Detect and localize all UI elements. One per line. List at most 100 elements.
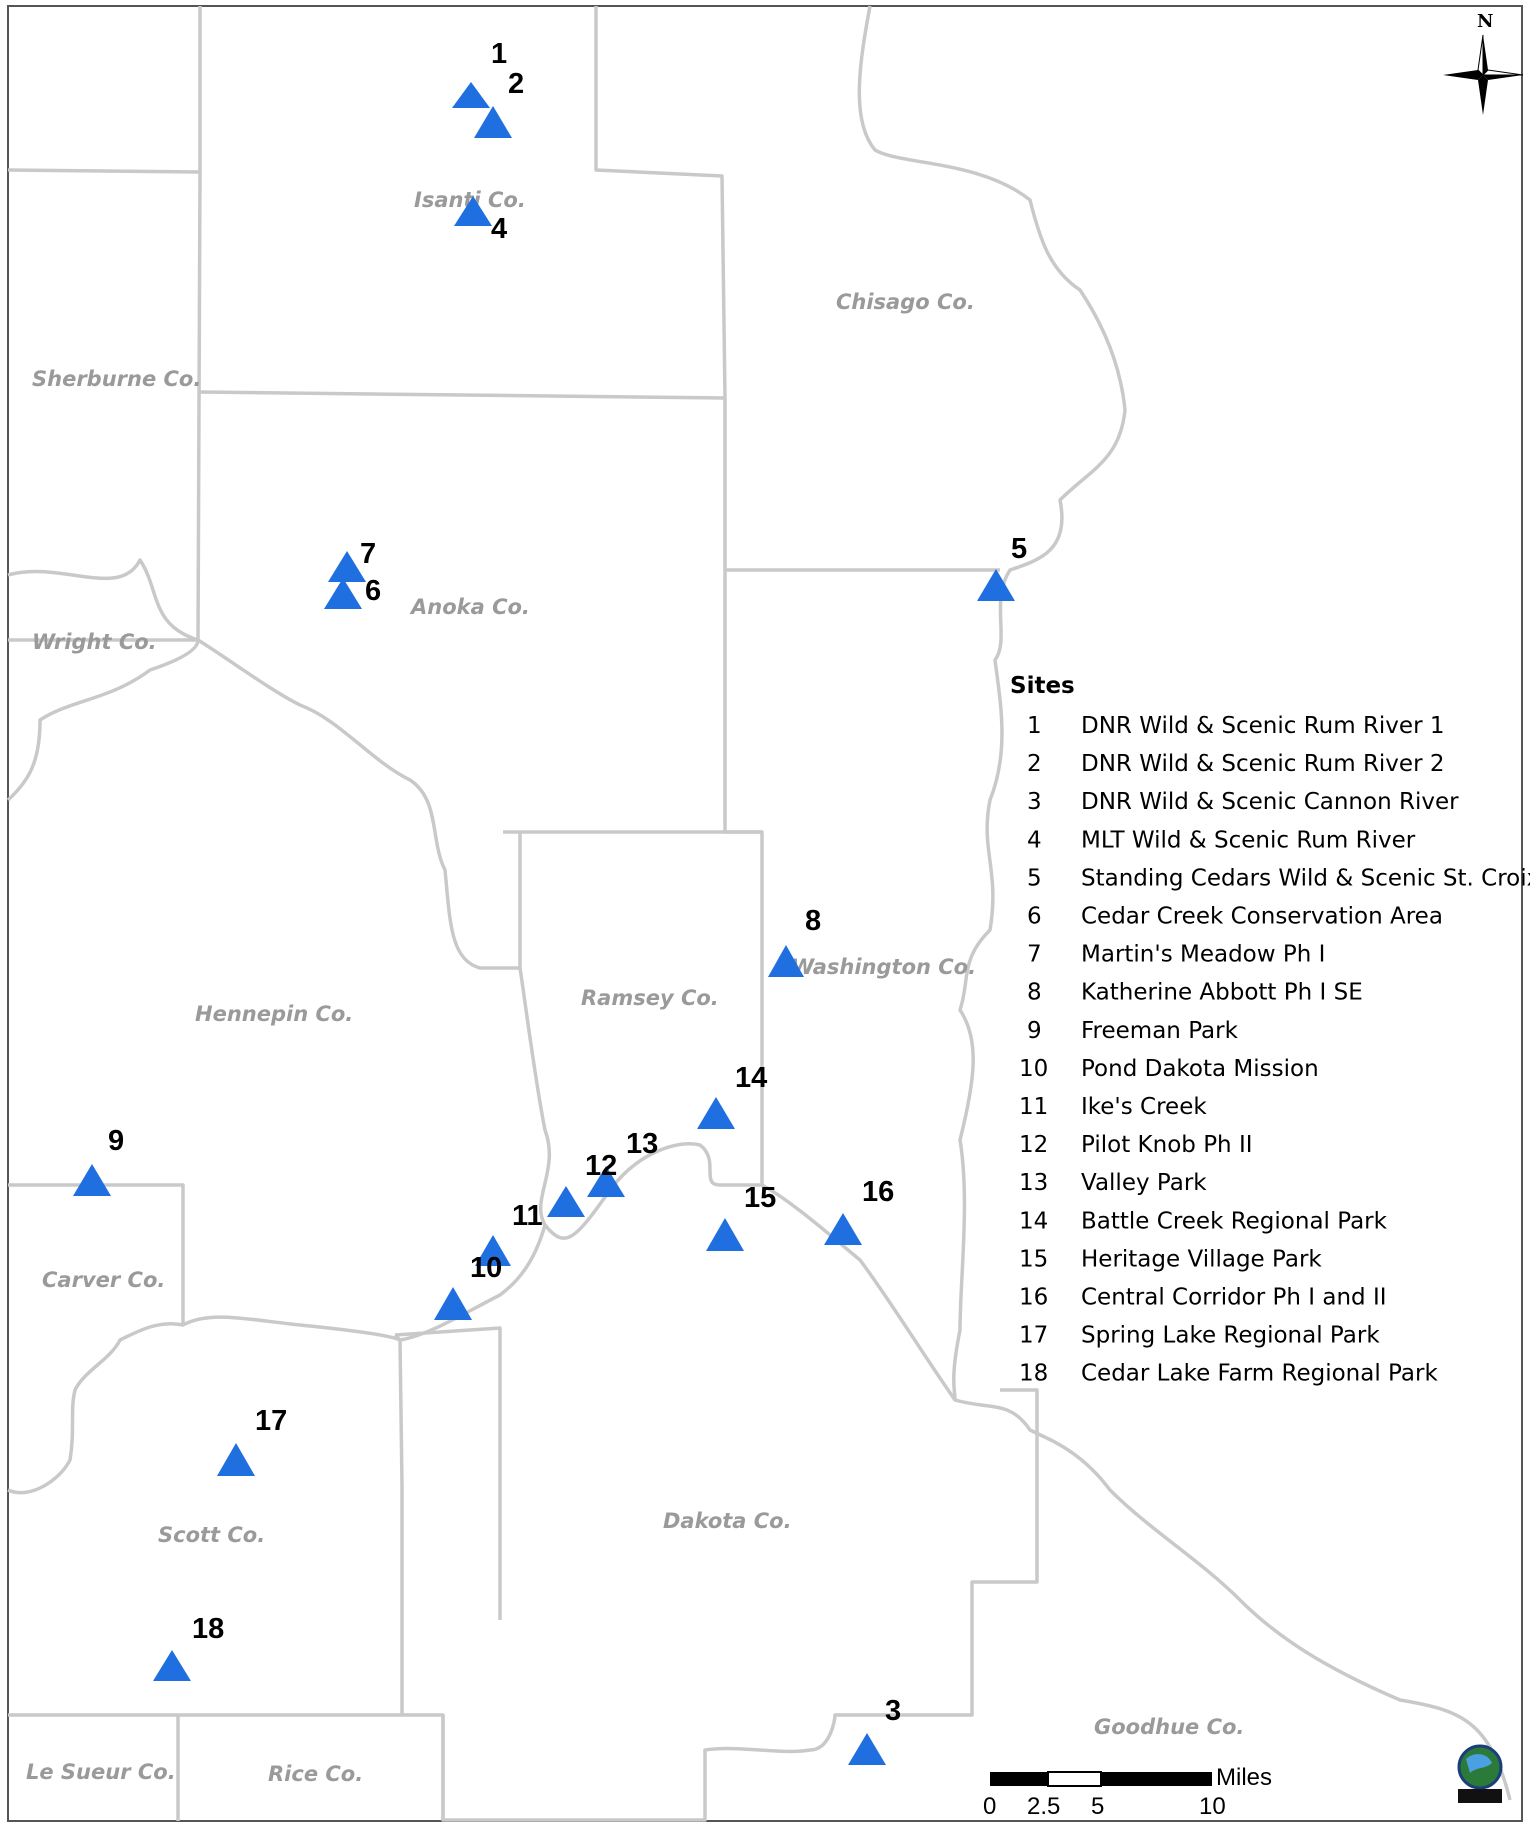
site-number-label: 7 [360,538,376,570]
boundary-line [7,1224,547,1495]
county-label: Ramsey Co. [581,986,719,1010]
boundary-line [8,1333,404,1717]
site-marker-4[interactable] [454,196,492,226]
boundary-line [518,967,762,1240]
legend-item-number: 14 [1019,1208,1048,1234]
scale-bar: Miles 0 2.5 5 10 [983,1764,1272,1820]
scale-tick-label: 2.5 [1027,1793,1060,1820]
legend-item-number: 7 [1027,942,1042,968]
legend-item-name: Pilot Knob Ph II [1081,1132,1253,1158]
boundary-line [6,639,200,802]
legend-item-name: DNR Wild & Scenic Rum River 2 [1081,751,1444,777]
site-marker-14[interactable] [697,1097,735,1129]
boundary-line [8,1183,185,1325]
site-number-label: 2 [508,68,524,100]
county-label: Anoka Co. [409,595,530,619]
legend-item-name: Valley Park [1081,1170,1207,1196]
site-number-label: 10 [470,1252,502,1284]
scale-tick-label: 0 [983,1793,996,1820]
site-marker-15[interactable] [706,1218,744,1251]
legend-item-name: Martin's Meadow Ph I [1081,942,1325,968]
county-label: Scott Co. [158,1523,265,1547]
site-number-label: 14 [735,1062,767,1094]
boundary-line [857,5,1512,1801]
legend-item-name: Cedar Creek Conservation Area [1081,904,1443,930]
county-label: Goodhue Co. [1094,1715,1244,1739]
boundary-line [199,390,1000,572]
site-marker-17[interactable] [217,1443,255,1476]
site-number-label: 5 [1011,533,1027,565]
site-number-label: 3 [885,1695,901,1727]
county-label: Dakota Co. [663,1509,792,1533]
site-number-label: 15 [744,1182,776,1214]
north-label: N [1477,11,1493,32]
scale-segment [1047,1771,1102,1787]
legend-item-name: DNR Wild & Scenic Rum River 1 [1081,713,1444,739]
county-label: Le Sueur Co. [26,1760,176,1784]
site-markers [73,82,1015,1765]
county-label: Chisago Co. [836,290,975,314]
county-label: Rice Co. [268,1762,363,1786]
site-marker-11[interactable] [547,1186,585,1217]
county-label: Washington Co. [791,955,976,979]
legend-item-name: Battle Creek Regional Park [1081,1208,1388,1234]
site-marker-9[interactable] [73,1164,111,1196]
site-marker-5[interactable] [977,569,1015,601]
legend-item-name: Central Corridor Ph I and II [1081,1285,1387,1311]
site-marker-6[interactable] [324,578,362,609]
county-label: Carver Co. [42,1268,165,1292]
agency-logo-icon [1457,1744,1503,1803]
legend-item-name: Spring Lake Regional Park [1081,1323,1380,1349]
boundary-line [7,168,202,642]
legend-item-number: 6 [1027,904,1042,930]
site-number-label: 16 [862,1176,894,1208]
legend-item-name: Cedar Lake Farm Regional Park [1081,1361,1438,1387]
legend-item-name: Heritage Village Park [1081,1246,1322,1272]
site-marker-1[interactable] [452,82,490,108]
legend-item-number: 9 [1027,1018,1042,1044]
legend-item-number: 17 [1019,1323,1048,1349]
legend-item-number: 8 [1027,980,1042,1006]
site-number-label: 11 [512,1200,543,1232]
legend-item-number: 16 [1019,1285,1048,1311]
site-marker-16[interactable] [824,1213,862,1245]
site-marker-12[interactable] [587,1166,625,1197]
legend-item-number: 4 [1027,827,1042,853]
north-arrow-icon: N [1443,11,1524,115]
legend-item-number: 15 [1019,1246,1048,1272]
legend-item-number: 12 [1019,1132,1048,1158]
site-number-label: 4 [491,213,507,245]
boundary-line [503,830,764,1185]
scale-tick-label: 5 [1091,1793,1104,1820]
legend-title: Sites [1010,673,1075,699]
site-marker-2[interactable] [474,106,512,138]
legend-item-name: Pond Dakota Mission [1081,1056,1319,1082]
site-marker-10[interactable] [475,1235,511,1266]
site-marker-3[interactable] [848,1733,886,1765]
map-frame [7,5,1523,1822]
site-number-label: 9 [108,1125,124,1157]
legend-item-number: 10 [1019,1056,1048,1082]
county-labels: Isanti Co. Chisago Co. Sherburne Co. Ano… [26,188,1244,1786]
legend-item-name: Standing Cedars Wild & Scenic St. Croix [1081,865,1530,891]
county-boundaries [6,5,1512,1822]
boundary-line [594,6,727,399]
site-marker-7[interactable] [328,551,366,582]
legend-item-name: MLT Wild & Scenic Rum River [1081,827,1416,853]
scale-segment [1101,1772,1212,1786]
site-number-label: 17 [255,1405,287,1437]
site-marker-8[interactable] [768,945,804,977]
boundary-line [761,1183,957,1402]
legend-item-number: 3 [1027,789,1042,815]
site-number-labels: 1 2 4 7 6 5 8 14 13 12 11 10 15 16 9 17 … [108,38,1027,1727]
site-marker-10b[interactable] [434,1287,472,1320]
legend-item-name: Katherine Abbott Ph I SE [1081,980,1363,1006]
scale-tick-label: 10 [1199,1793,1226,1820]
scale-unit: Miles [1216,1764,1272,1791]
site-number-label: 1 [491,38,507,70]
boundary-line [7,558,522,970]
site-marker-18[interactable] [153,1650,191,1681]
